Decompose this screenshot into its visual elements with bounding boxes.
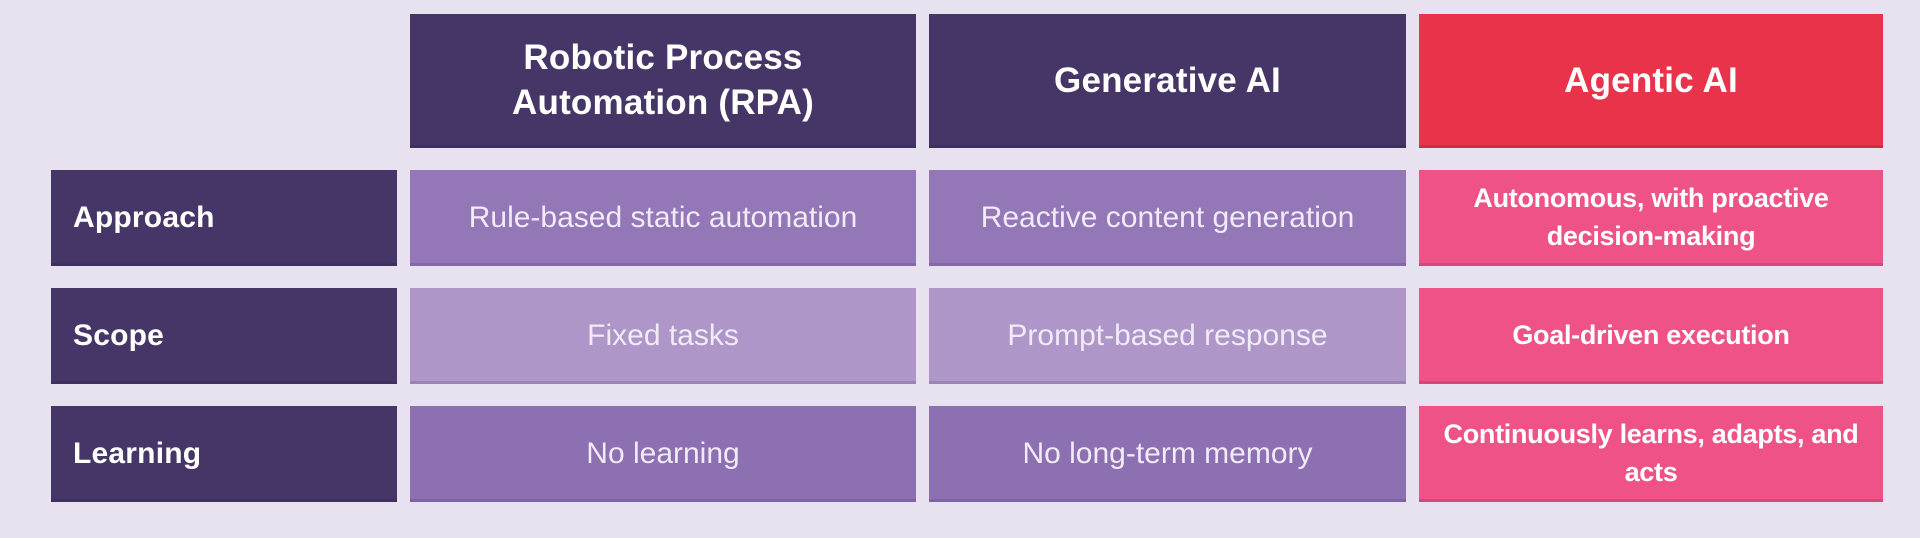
column-header-generative-ai: Generative AI bbox=[929, 14, 1406, 148]
row-header-learning: Learning bbox=[51, 406, 397, 502]
comparison-table: Robotic Process Automation (RPA) Generat… bbox=[51, 14, 1883, 502]
row-header-scope: Scope bbox=[51, 288, 397, 384]
cell-learning-generative-ai: No long-term memory bbox=[929, 406, 1406, 502]
column-header-rpa: Robotic Process Automation (RPA) bbox=[410, 14, 916, 148]
cell-scope-rpa: Fixed tasks bbox=[410, 288, 916, 384]
column-header-agentic-ai: Agentic AI bbox=[1419, 14, 1883, 148]
cell-approach-generative-ai: Reactive content generation bbox=[929, 170, 1406, 266]
cell-approach-agentic-ai: Autonomous, with proactive decision-maki… bbox=[1419, 170, 1883, 266]
cell-scope-generative-ai: Prompt-based response bbox=[929, 288, 1406, 384]
cell-scope-agentic-ai: Goal-driven execution bbox=[1419, 288, 1883, 384]
cell-learning-rpa: No learning bbox=[410, 406, 916, 502]
cell-approach-rpa: Rule-based static automation bbox=[410, 170, 916, 266]
row-header-approach: Approach bbox=[51, 170, 397, 266]
corner-spacer bbox=[51, 14, 397, 148]
cell-learning-agentic-ai: Continuously learns, adapts, and acts bbox=[1419, 406, 1883, 502]
